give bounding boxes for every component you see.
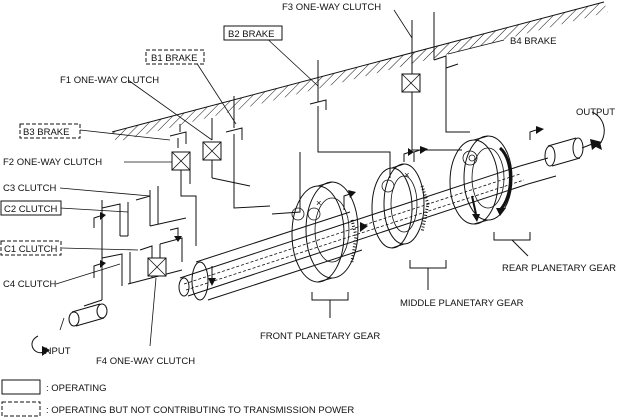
label-f3-one-way-clutch: F3 ONE-WAY CLUTCH [282,2,381,13]
b3-brake-box [19,123,81,139]
label-middle-planetary-gear: MIDDLE PLANETARY GEAR [400,298,524,309]
input-shaft [31,299,108,356]
b2-brake-box [223,25,283,41]
label-b1-brake: B1 BRAKE [151,53,197,64]
b1-brake-box [145,49,205,65]
b1-brake-element [225,96,271,209]
svg-text:×: × [404,170,410,181]
f4-one-way-clutch-element [147,257,167,277]
label-f2-one-way-clutch: F2 ONE-WAY CLUTCH [3,157,102,168]
c2-clutch-box [0,200,62,216]
f3-one-way-clutch-element [401,20,462,151]
label-f1-one-way-clutch: F1 ONE-WAY CLUTCH [60,75,159,86]
label-front-planetary-gear: FRONT PLANETARY GEAR [260,331,380,342]
label-b2-brake: B2 BRAKE [228,29,274,40]
label-b4-brake: B4 BRAKE [510,36,556,47]
f2-one-way-clutch-element [171,151,191,197]
legend-not-contributing-text: : OPERATING BUT NOT CONTRIBUTING TO TRAN… [46,405,354,416]
transmission-case [111,1,608,142]
label-output: OUTPUT [576,107,615,118]
label-f4-one-way-clutch: F4 ONE-WAY CLUTCH [96,356,195,367]
label-c3-clutch: C3 CLUTCH [3,183,56,194]
main-shaft [178,165,529,301]
f1-one-way-clutch-element [202,118,251,187]
label-b3-brake: B3 BRAKE [23,127,69,138]
b2-brake-element [271,60,391,215]
label-rear-planetary-gear: REAR PLANETARY GEAR [502,263,616,274]
label-c2-clutch: C2 CLUTCH [4,204,57,215]
legend-not-contributing-swatch [1,401,41,417]
b3-brake-element [169,124,187,148]
c1-clutch-box [0,240,62,256]
b4-brake-element [433,12,470,133]
label-c4-clutch: C4 CLUTCH [3,279,56,290]
leader-lines [55,9,505,347]
output-shaft [519,111,605,185]
rear-planetary-gear-element [449,135,513,225]
label-c1-clutch: C1 CLUTCH [4,244,57,255]
gear-brackets [311,232,531,318]
front-planetary-gear-element: × [208,181,368,286]
label-input: INPUT [42,346,71,357]
clutch-pack [93,186,197,300]
svg-text:×: × [316,198,322,209]
legend-operating-swatch [1,379,41,395]
legend: : OPERATING : OPERATING BUT NOT CONTRIBU… [1,379,354,417]
middle-planetary-gear-element: × [371,146,430,249]
legend-operating-text: : OPERATING [46,383,107,394]
